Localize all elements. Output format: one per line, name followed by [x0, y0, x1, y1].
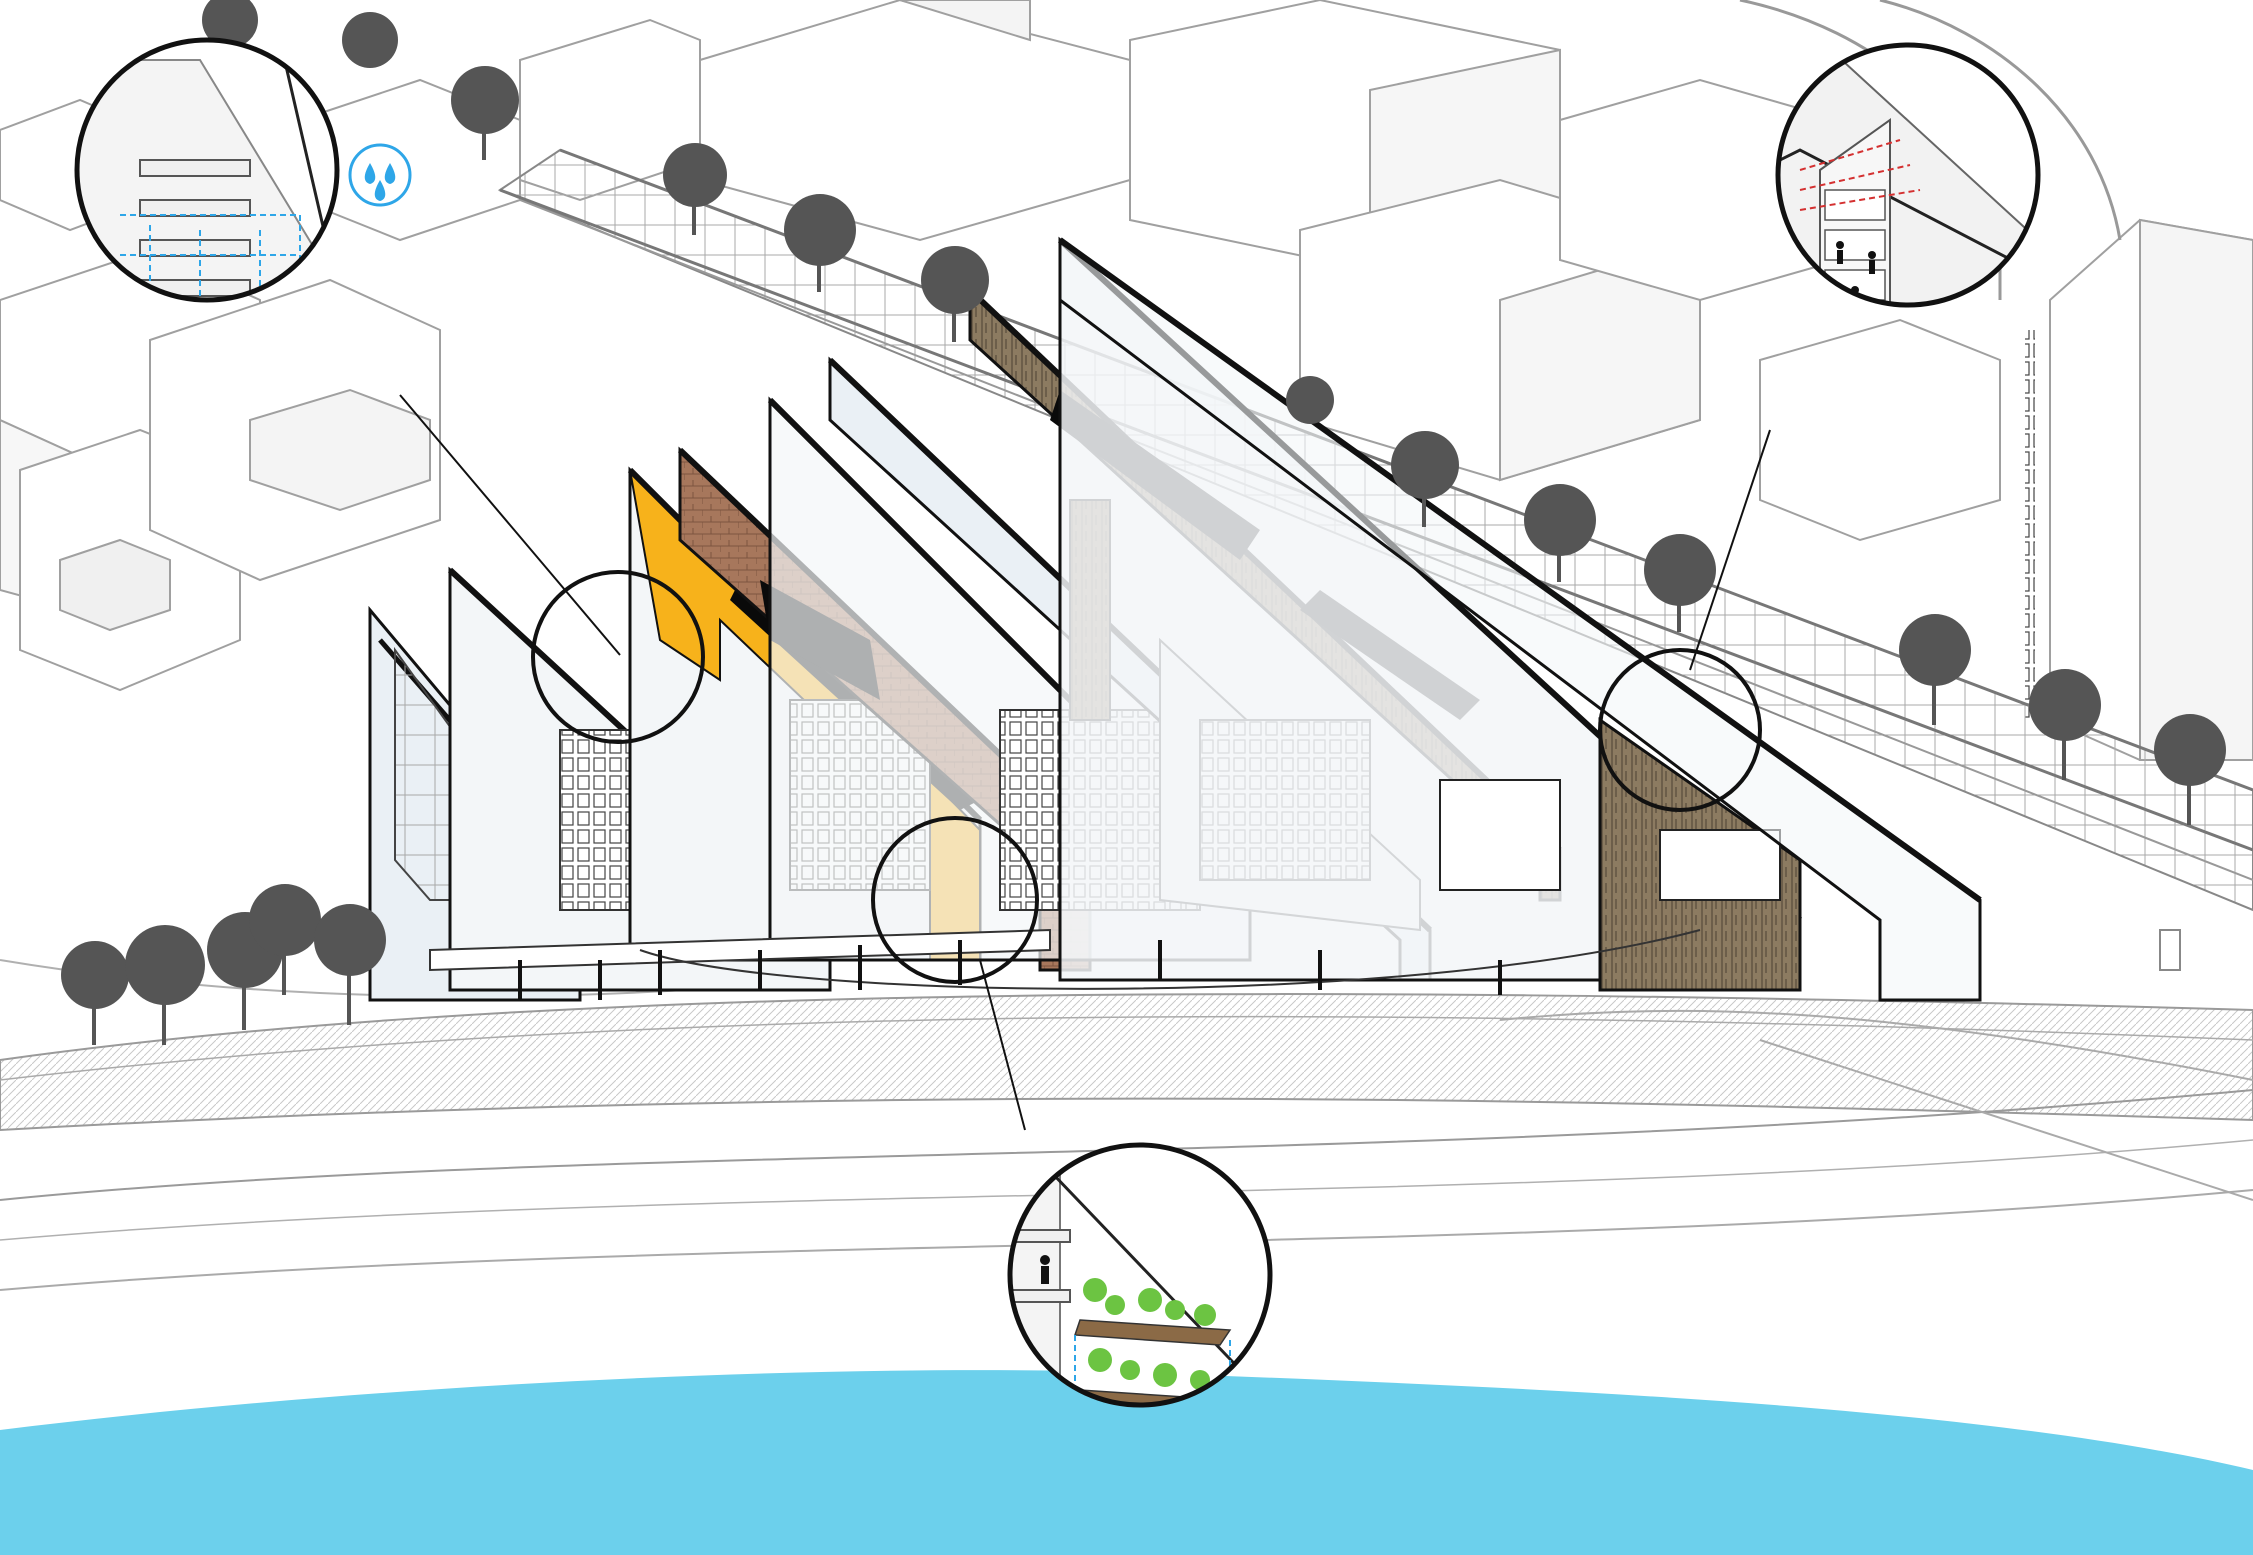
- tree: [314, 904, 386, 1025]
- road-network: [0, 959, 2253, 1291]
- tree: [1524, 484, 1596, 582]
- tree: [663, 143, 727, 235]
- tree: [2154, 714, 2226, 825]
- tree: [1391, 431, 1459, 527]
- tree: [2029, 669, 2101, 780]
- tree: [202, 0, 258, 48]
- tree: [921, 246, 989, 342]
- blade-10: [1058, 237, 1982, 1002]
- water-drops-icon: [348, 143, 412, 207]
- courtyard-curve: [639, 929, 1701, 990]
- cross-ventilation-detail-callout: [1775, 42, 2041, 308]
- tree: [1286, 376, 1334, 424]
- rainwater-target-ring: [531, 570, 705, 744]
- housing-complex: [368, 236, 1982, 1002]
- city-context: [0, 0, 2253, 761]
- tree: [784, 194, 856, 292]
- plant-icon: [1083, 1278, 1216, 1390]
- garden-target-ring: [871, 816, 1039, 984]
- trees: [61, 0, 2226, 1045]
- tree: [61, 941, 129, 1045]
- callout-leaders: [399, 394, 1771, 1131]
- callout-target-rings: [531, 570, 1762, 984]
- ground-deck: [429, 928, 1051, 972]
- ventilation-target-ring: [1598, 648, 1762, 812]
- tree: [342, 12, 398, 68]
- blade-9-stone: [1598, 717, 1802, 992]
- columns: [518, 940, 1502, 1000]
- tree: [1899, 614, 1971, 725]
- tree: [125, 925, 205, 1045]
- tree: [451, 66, 519, 160]
- river-water: [0, 1370, 2253, 1555]
- tree: [1644, 534, 1716, 632]
- person-figure-icon: [1040, 1255, 1050, 1284]
- tree: [249, 884, 321, 995]
